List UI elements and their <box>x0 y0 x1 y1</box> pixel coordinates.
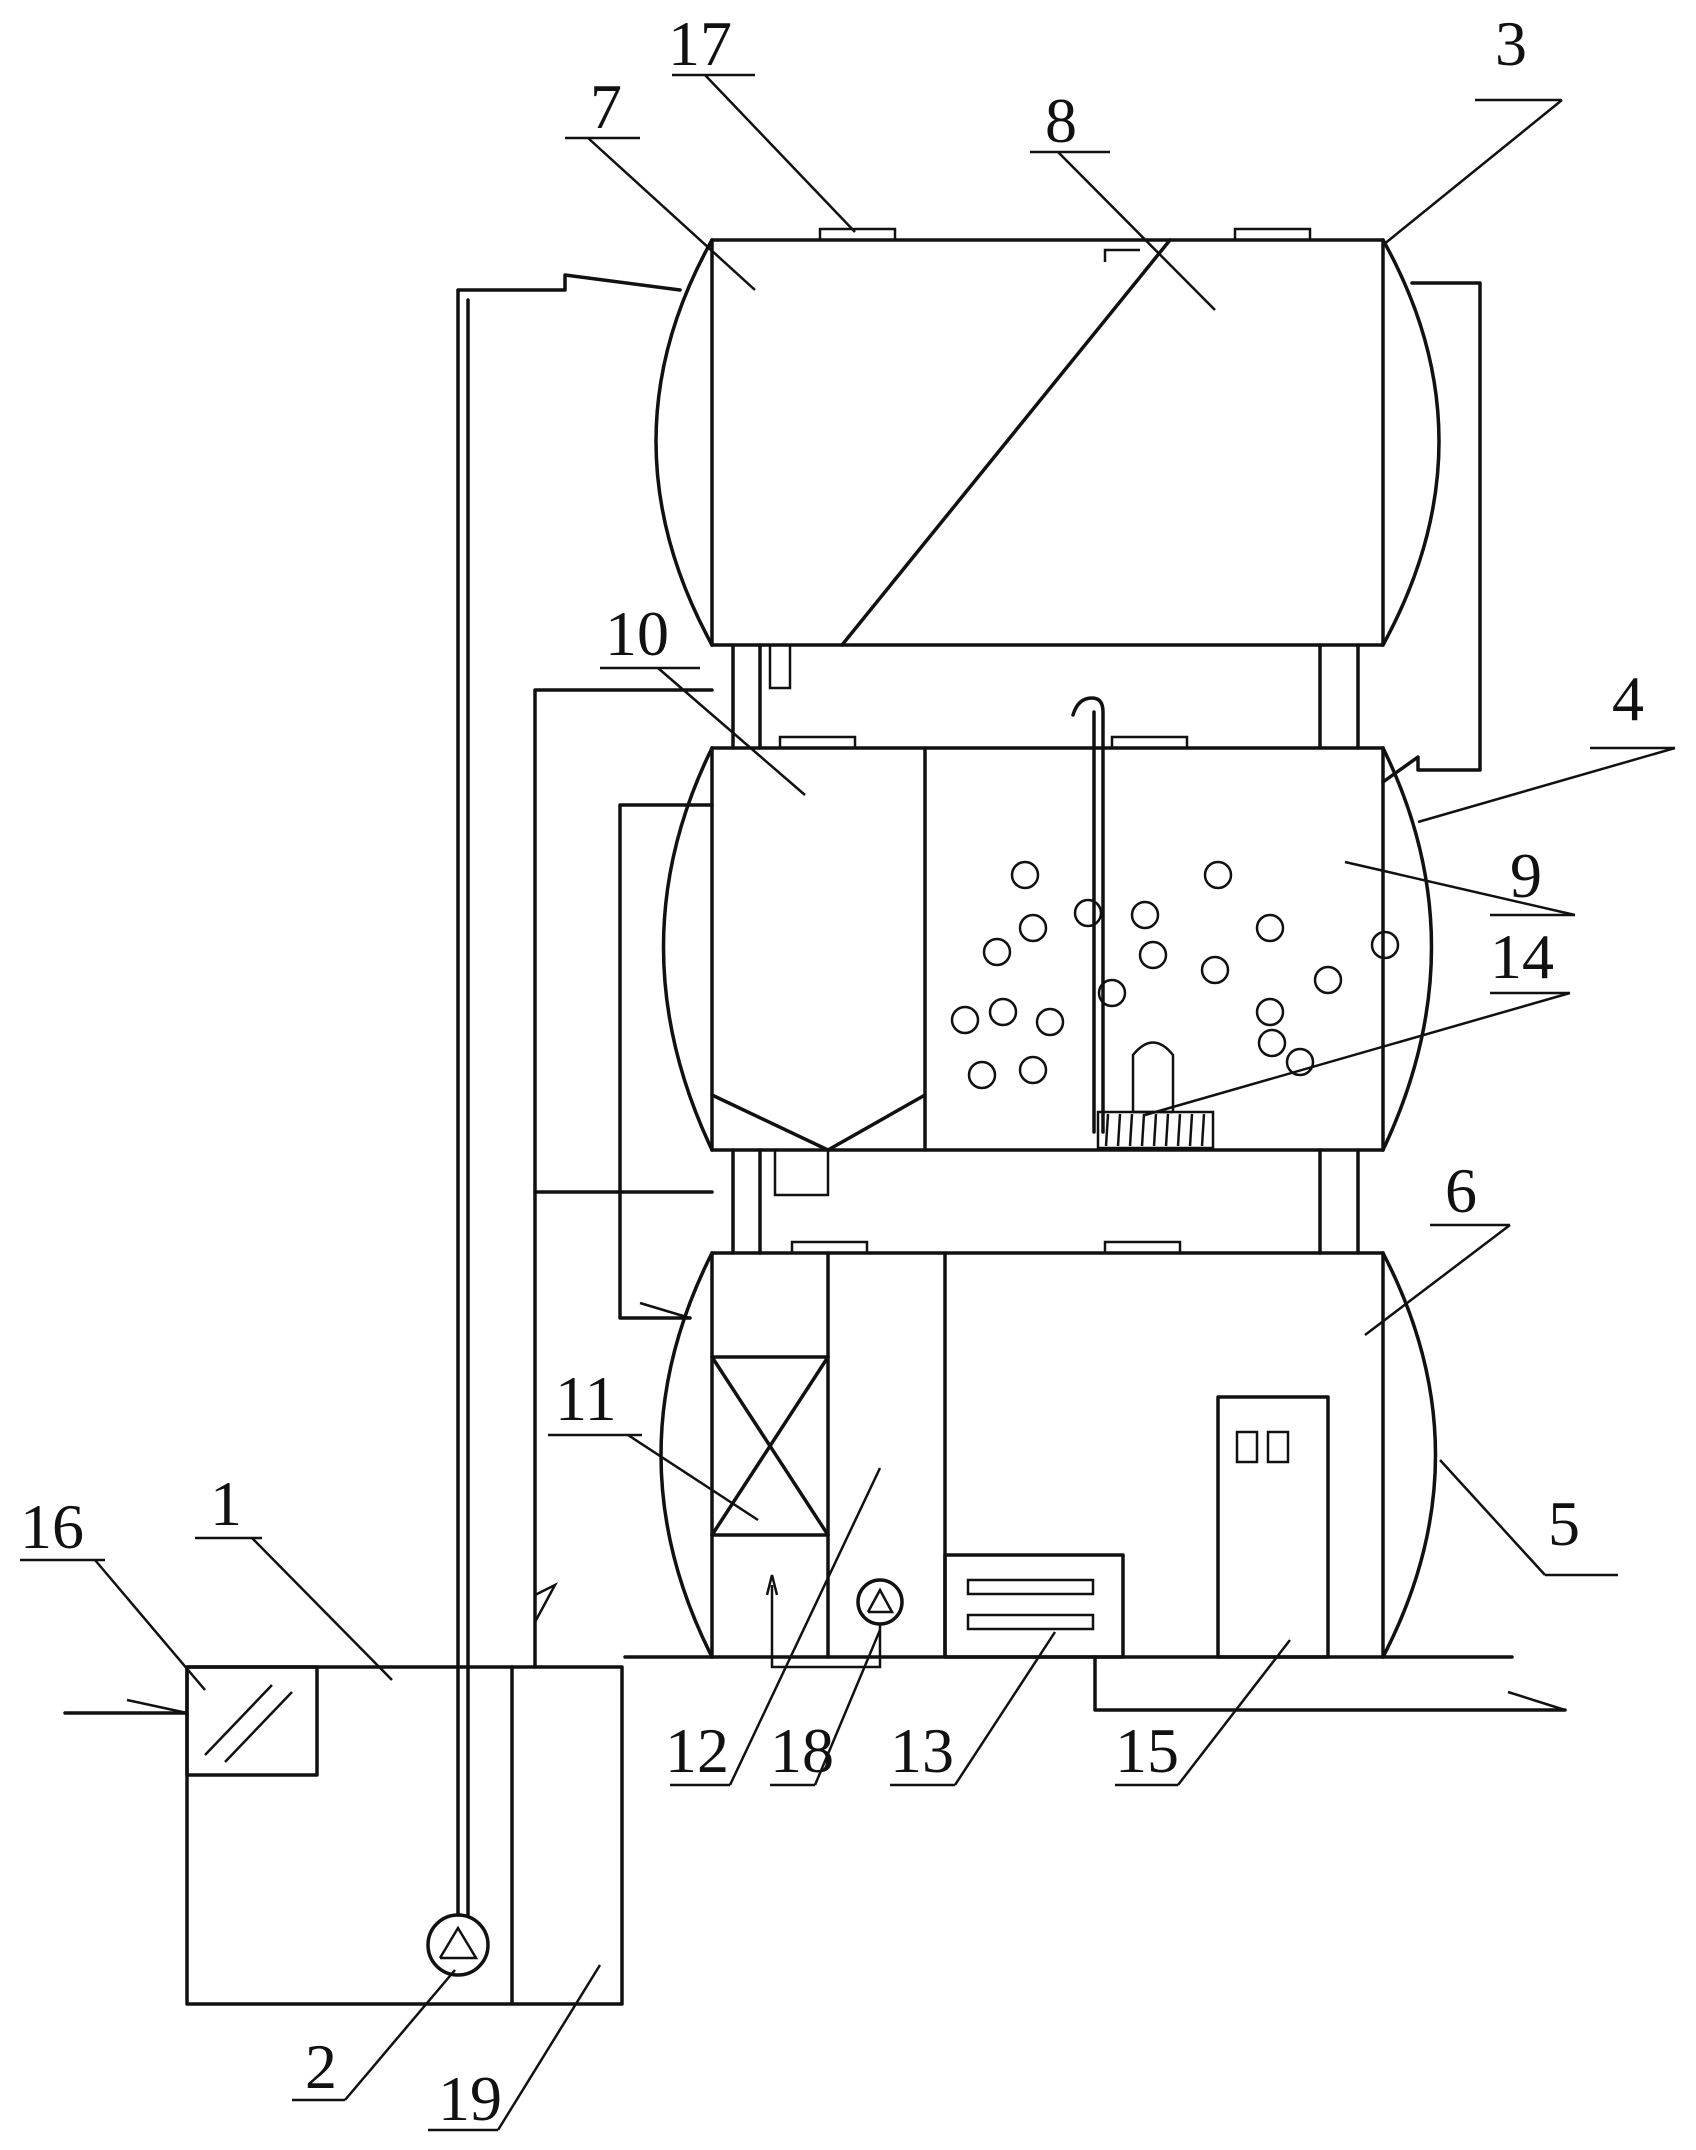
label-17: 17 <box>668 8 732 79</box>
label-16: 16 <box>20 1491 84 1562</box>
label-1: 1 <box>210 1468 242 1539</box>
leader-lines <box>20 73 1676 2132</box>
label-6: 6 <box>1445 1155 1477 1226</box>
label-3: 3 <box>1495 8 1527 79</box>
diffuser-bristles <box>1104 1113 1206 1147</box>
label-19: 19 <box>438 2063 502 2134</box>
label-7: 7 <box>590 71 622 142</box>
middle-vessel <box>661 696 1434 1152</box>
raw-water-tank <box>63 1665 624 2006</box>
label-18: 18 <box>770 1715 834 1786</box>
bottom-vessel <box>623 1240 1567 1712</box>
label-10: 10 <box>605 598 669 669</box>
label-9: 9 <box>1510 840 1542 911</box>
callout-labels: 17 7 8 3 10 4 9 14 6 11 5 1 16 12 18 13 … <box>20 8 1644 2134</box>
top-vessel <box>654 227 1441 647</box>
label-15: 15 <box>1115 1715 1179 1786</box>
label-13: 13 <box>890 1715 954 1786</box>
label-14: 14 <box>1490 921 1554 992</box>
label-5: 5 <box>1548 1488 1580 1559</box>
piping <box>456 273 1482 1917</box>
label-4: 4 <box>1612 663 1644 734</box>
upper-legs <box>731 643 1360 750</box>
label-11: 11 <box>555 1363 617 1434</box>
label-2: 2 <box>305 2031 337 2102</box>
carrier-bubbles <box>950 860 1400 1090</box>
label-12: 12 <box>665 1715 729 1786</box>
lower-legs <box>731 1148 1360 1255</box>
label-8: 8 <box>1045 85 1077 156</box>
